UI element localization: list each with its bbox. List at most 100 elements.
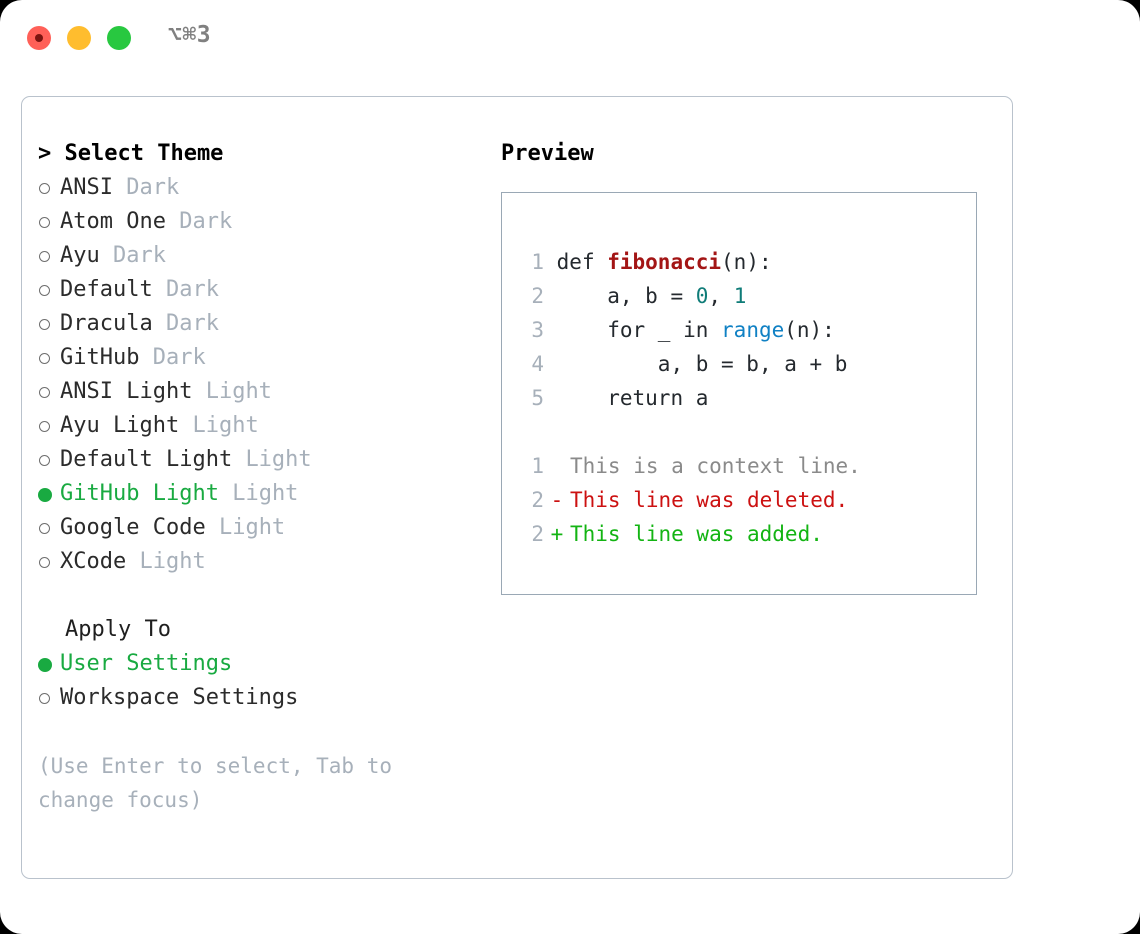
preview-column: Preview 1 def fibonacci(n):2 a, b = 0, 1…: [501, 137, 1001, 595]
gutter-space: [544, 313, 557, 347]
apply-to-heading: Apply To: [65, 617, 171, 642]
radio-ring: [39, 455, 50, 466]
code-token-kw: return a: [556, 386, 709, 410]
theme-option-ansi[interactable]: ANSI Dark: [38, 171, 478, 205]
radio-ring: [39, 319, 50, 330]
radio-unselected-icon: [38, 273, 60, 307]
theme-option-label: GitHub Light: [60, 481, 219, 506]
theme-option-default-light[interactable]: Default Light Light: [38, 443, 478, 477]
theme-option-atom-one[interactable]: Atom One Dark: [38, 205, 478, 239]
diff-line-text: This is a context line.: [570, 454, 861, 478]
label-spacer: [113, 171, 126, 205]
code-token-fn: fibonacci: [607, 250, 722, 274]
label-spacer: [100, 239, 113, 273]
label-spacer: [232, 443, 245, 477]
code-line-content: def fibonacci(n):: [557, 245, 772, 279]
theme-option-label: Atom One: [60, 209, 166, 234]
diff-sample: 1 This is a context line.2-This line was…: [522, 449, 976, 551]
code-token-var: a, b = b, a + b: [556, 352, 848, 376]
radio-unselected-icon: [38, 205, 60, 239]
theme-option-kind: Light: [139, 549, 206, 574]
radio-unselected-icon: [38, 307, 60, 341]
theme-option-label: Default: [60, 277, 153, 302]
radio-ring: [39, 421, 50, 432]
radio-ring: [39, 387, 50, 398]
theme-option-ayu-light[interactable]: Ayu Light Light: [38, 409, 478, 443]
code-token-punct: (n):: [784, 318, 835, 342]
label-spacer: [153, 273, 166, 307]
code-token-num: 1: [733, 284, 747, 308]
radio-selected-icon: [38, 647, 60, 681]
diff-spacer: [522, 415, 976, 449]
minimize-button[interactable]: [67, 26, 91, 50]
theme-option-kind: Dark: [165, 311, 219, 336]
title-bar: ⌥⌘3: [0, 0, 1140, 78]
radio-ring: [39, 251, 50, 262]
theme-option-xcode[interactable]: XCode Light: [38, 545, 478, 579]
apply-to-option-workspace-settings[interactable]: Workspace Settings: [38, 681, 478, 715]
theme-option-github[interactable]: GitHub Dark: [38, 341, 478, 375]
line-number: 2: [531, 522, 544, 546]
theme-option-kind: Light: [218, 515, 286, 540]
radio-unselected-icon: [38, 545, 60, 579]
radio-ring: [39, 693, 50, 704]
theme-option-dracula[interactable]: Dracula Dark: [38, 307, 478, 341]
gutter-space: [544, 381, 557, 415]
close-button[interactable]: [27, 26, 51, 50]
diff-marker: -: [550, 488, 564, 512]
apply-to-option-label: Workspace Settings: [60, 685, 299, 710]
apply-to-option-user-settings[interactable]: User Settings: [38, 647, 478, 681]
theme-option-kind: Dark: [152, 345, 206, 370]
theme-option-google-code[interactable]: Google Code Light: [38, 511, 478, 545]
theme-option-kind: Dark: [113, 243, 166, 268]
theme-option-label: Ayu: [60, 243, 100, 268]
theme-option-kind: Light: [245, 447, 312, 472]
label-spacer: [192, 375, 205, 409]
label-spacer: [179, 409, 192, 443]
maximize-button[interactable]: [107, 26, 131, 50]
preview-heading: Preview: [501, 141, 594, 166]
radio-unselected-icon: [38, 239, 60, 273]
radio-ring: [39, 523, 50, 534]
radio-ring: [39, 183, 50, 194]
radio-unselected-icon: [38, 171, 60, 205]
code-token-num: 0: [695, 284, 709, 308]
theme-option-github-light[interactable]: GitHub Light Light: [38, 477, 478, 511]
gutter-space: [544, 279, 557, 313]
theme-option-default[interactable]: Default Dark: [38, 273, 478, 307]
radio-ring: [39, 217, 50, 228]
code-token-var: a, b =: [556, 284, 696, 308]
diff-line-deleted: 2-This line was deleted.: [522, 483, 976, 517]
radio-ring: [39, 285, 50, 296]
label-spacer: [206, 511, 219, 545]
code-line: 5 return a: [522, 381, 976, 415]
radio-ring: [39, 557, 50, 568]
theme-option-label: Default Light: [60, 447, 233, 472]
section-spacer: [38, 579, 478, 613]
label-spacer: [126, 545, 139, 579]
radio-fill: [38, 488, 52, 502]
radio-unselected-icon: [38, 443, 60, 477]
code-line: 4 a, b = b, a + b: [522, 347, 976, 381]
theme-option-ayu[interactable]: Ayu Dark: [38, 239, 478, 273]
label-spacer: [139, 341, 152, 375]
code-token-builtin: range: [721, 318, 785, 342]
code-line: 3 for _ in range(n):: [522, 313, 976, 347]
label-spacer: [219, 477, 232, 511]
theme-option-ansi-light[interactable]: ANSI Light Light: [38, 375, 478, 409]
select-theme-heading: > Select Theme: [38, 141, 224, 166]
apply-to-option-label: User Settings: [60, 651, 233, 676]
theme-option-label: Ayu Light: [60, 413, 180, 438]
code-line: 1 def fibonacci(n):: [522, 245, 976, 279]
theme-option-kind: Dark: [126, 175, 180, 200]
line-number: 4: [531, 352, 544, 376]
code-line-content: return a: [556, 381, 709, 415]
line-number: 2: [531, 488, 544, 512]
line-number: 5: [531, 386, 544, 410]
line-number: 1: [531, 250, 544, 274]
